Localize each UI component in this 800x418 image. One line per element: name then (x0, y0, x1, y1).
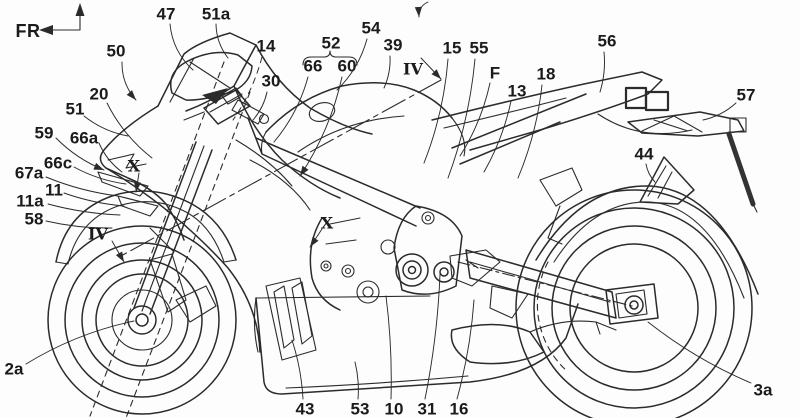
leader-66 (273, 76, 309, 143)
leader-54 (336, 38, 368, 91)
top-curved-arrow-head-icon (414, 6, 422, 17)
view-arrow-x-right-head-icon (310, 236, 319, 247)
leader-59-head-icon (93, 162, 104, 170)
leader-16 (456, 299, 475, 400)
leader-11a (47, 203, 121, 216)
ref-label-56: 56 (598, 32, 617, 51)
leader-14 (232, 56, 263, 121)
rear-hugger (535, 156, 759, 299)
leader-55 (447, 58, 476, 179)
leader-F (459, 82, 491, 157)
ref-label-54: 54 (362, 19, 381, 38)
ref-label-53: 53 (351, 400, 370, 418)
ref-label-66a: 66a (70, 129, 99, 148)
ref-label-11a: 11a (16, 192, 44, 211)
leader-51 (83, 115, 129, 137)
frame-engine (247, 93, 587, 319)
ref-label-59: 59 (35, 124, 54, 143)
leader-44 (645, 163, 656, 183)
leader-56 (599, 51, 605, 93)
section-arrow-iv-top-head-icon (431, 69, 441, 79)
ref-label-50: 50 (107, 42, 126, 61)
fr-direction-marker: FR (16, 3, 85, 41)
ref-label-16: 16 (450, 400, 469, 418)
ref-label-51: 51 (66, 100, 85, 119)
ref-label-47: 47 (157, 5, 176, 24)
ref-label-55: 55 (470, 39, 489, 58)
leader-67a (45, 176, 119, 197)
leader-3a (647, 321, 752, 384)
rear-wheel (515, 189, 753, 418)
leader-43 (291, 339, 304, 400)
ref-label-IV: IV (403, 60, 423, 79)
leader-47 (169, 23, 194, 71)
fr-arrow-left-icon (39, 25, 53, 35)
section-line-iv (120, 79, 442, 257)
ref-label-30: 30 (262, 72, 281, 91)
ref-label-57: 57 (737, 86, 756, 105)
leader-11 (63, 192, 125, 207)
ref-label-X: X (321, 214, 334, 233)
leader-2a (25, 320, 135, 365)
leader-58 (45, 220, 113, 229)
ref-label-15: 15 (443, 39, 462, 58)
leader-60-head-icon (300, 165, 309, 176)
fr-label: FR (16, 21, 41, 41)
section-arrow-iv-bottom-head-icon (115, 251, 124, 262)
leader-13 (483, 100, 512, 173)
ref-label-F: F (490, 64, 500, 83)
ref-label-60: 60 (338, 57, 357, 76)
ref-label-39: 39 (384, 36, 403, 55)
ref-label-31: 31 (418, 400, 437, 418)
leader-66c (73, 166, 127, 185)
front-fairing (97, 32, 373, 353)
ref-label-IV: IV (88, 225, 108, 244)
leader-53 (354, 361, 359, 400)
ref-label-52: 52 (322, 34, 341, 53)
leader-18 (517, 84, 543, 179)
brace-52 (302, 50, 358, 66)
ref-label-2a: 2a (5, 360, 24, 379)
leader-57 (702, 102, 737, 121)
belly-pan (253, 277, 617, 395)
ref-label-66: 66 (304, 57, 323, 76)
leader-10 (385, 295, 392, 400)
ref-label-58: 58 (25, 210, 44, 229)
seat-tail (431, 71, 758, 213)
leader-20 (106, 102, 153, 159)
ref-label-18: 18 (537, 65, 556, 84)
ref-label-X: X (128, 157, 141, 176)
ref-label-3a: 3a (754, 381, 773, 400)
ref-label-14: 14 (257, 37, 276, 56)
leader-66a (98, 142, 123, 173)
front-wheel (47, 61, 251, 418)
fr-arrow-up-icon (75, 3, 85, 16)
leader-51a (215, 23, 229, 59)
leader-30 (252, 91, 268, 121)
ref-label-44: 44 (635, 145, 654, 164)
ref-label-66c: 66c (44, 154, 72, 173)
leader-50-head-icon (126, 90, 136, 100)
leader-31 (424, 273, 441, 400)
ref-label-11: 11 (45, 181, 63, 200)
leader-39 (383, 55, 391, 89)
ref-label-67a: 67a (15, 164, 44, 183)
leader-15 (423, 58, 449, 164)
view-arrow-x-left-head-icon (134, 181, 142, 192)
ref-label-10: 10 (385, 400, 404, 418)
ref-label-13: 13 (508, 82, 527, 101)
ref-label-43: 43 (296, 400, 315, 418)
ref-label-20: 20 (90, 85, 109, 104)
ref-label-51a: 51a (202, 5, 231, 24)
